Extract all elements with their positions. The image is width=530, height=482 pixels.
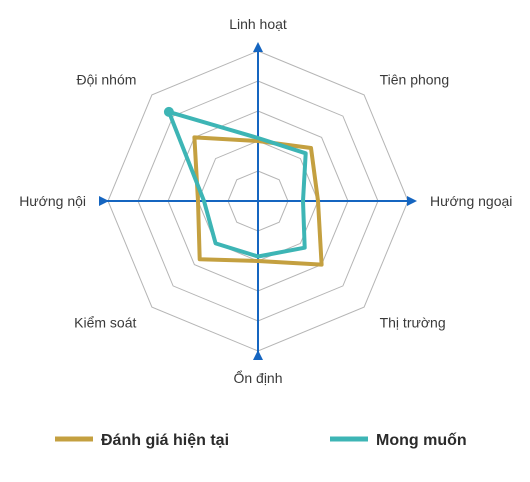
series-1 bbox=[192, 135, 324, 267]
axis-label: Hướng nội bbox=[19, 193, 86, 209]
axis-label: Kiểm soát bbox=[74, 315, 136, 331]
axis-label: Linh hoạt bbox=[229, 16, 287, 32]
legend: Đánh giá hiện tại Mong muốn bbox=[55, 432, 467, 449]
series-line bbox=[166, 109, 308, 259]
radar-axes bbox=[99, 42, 417, 360]
axis-label: Đội nhóm bbox=[76, 71, 136, 87]
axis-label: Thị trường bbox=[380, 315, 446, 331]
legend-label: Mong muốn bbox=[376, 432, 467, 449]
series-line bbox=[192, 135, 324, 267]
data-point bbox=[163, 106, 174, 117]
radar-series bbox=[163, 106, 324, 267]
axis-label: Hướng ngoại bbox=[430, 193, 512, 209]
axis-label: Tiên phong bbox=[380, 71, 450, 87]
series-2 bbox=[163, 106, 308, 259]
axis-label: Ổn định bbox=[233, 369, 282, 386]
legend-label: Đánh giá hiện tại bbox=[101, 432, 229, 449]
